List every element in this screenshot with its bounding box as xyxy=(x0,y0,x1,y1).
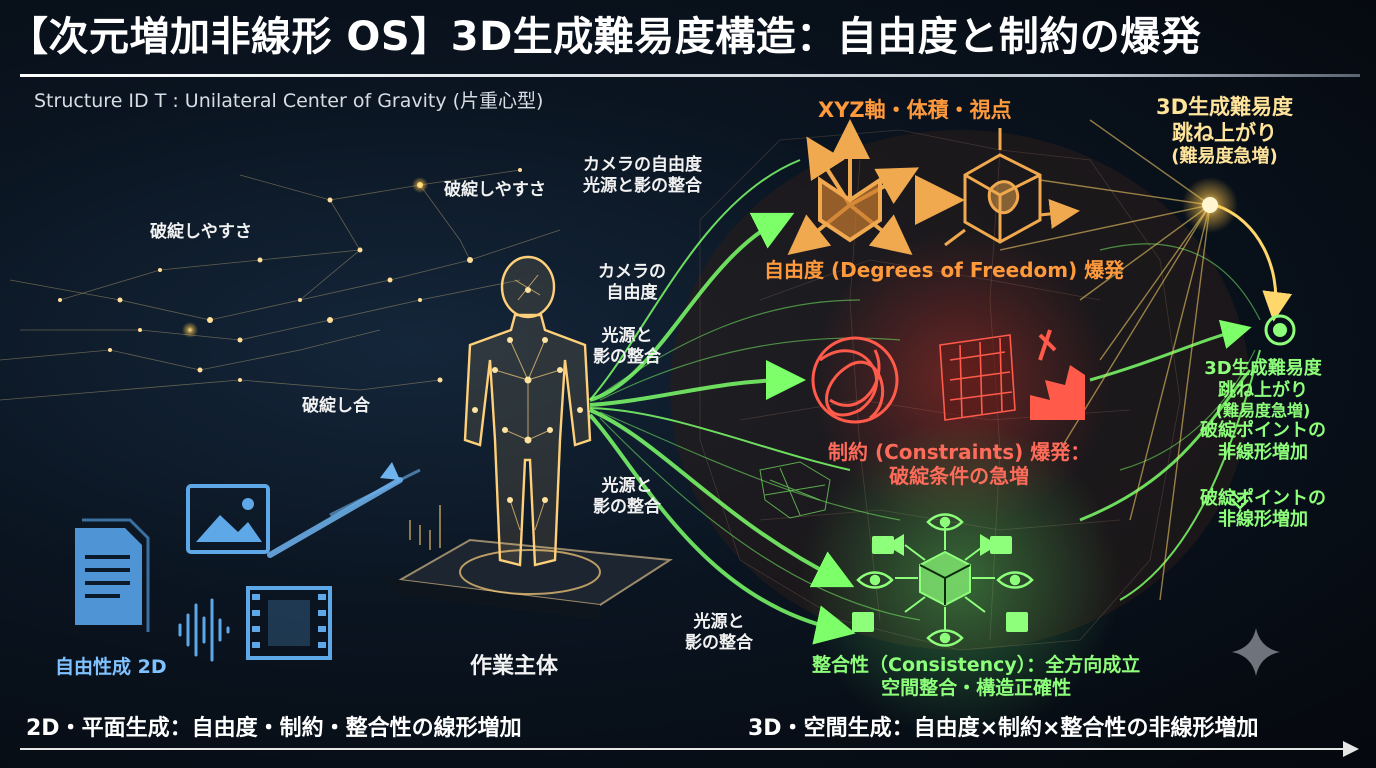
consistency-caption: 整合性（Consistency）：全方向成立 空間整合・構造正確性 xyxy=(812,654,1140,700)
difficulty-line: 非線形増加 xyxy=(1218,441,1308,463)
flow-line: 影の整合 xyxy=(593,496,661,517)
fragility-label-2: 破綻しやすさ xyxy=(444,180,546,200)
bottom-left-caption: 2D・平面生成：自由度・制約・整合性の線形増加 xyxy=(26,716,522,741)
flow-line: 光源と xyxy=(693,612,745,632)
flow-line: 光源と xyxy=(601,476,653,496)
flow-line: カメラの xyxy=(598,262,666,282)
flow-arrows xyxy=(588,159,1261,645)
page-title: 【次元増加非線形 OS】3D生成難易度構造：自由度と制約の爆発 xyxy=(8,14,1202,60)
flow-line: カメラの自由度 xyxy=(583,155,702,175)
fragility-label-1: 破綻しやすさ xyxy=(150,222,252,242)
eye-icon xyxy=(856,513,1034,647)
flow-label-light-2: 光源と 影の整合 xyxy=(593,476,661,517)
freedom-caption: 自由度 (Degrees of Freedom) 爆発 xyxy=(764,258,1125,282)
human-figure-icon xyxy=(380,255,673,620)
flow-label-light-1: 光源と 影の整合 xyxy=(593,326,661,367)
title-divider xyxy=(20,74,1360,77)
camera-icon xyxy=(852,534,1028,632)
difficulty-line: 破綻ポイントの xyxy=(1200,420,1326,442)
axis-icon xyxy=(787,119,920,255)
difficulty-line: 3D生成難易度 xyxy=(1204,358,1322,379)
consistency-line: 整合性（Consistency）：全方向成立 xyxy=(812,654,1141,676)
sparkle-icon xyxy=(1232,628,1280,676)
flow-label-camera-light: カメラの自由度 光源と影の整合 xyxy=(583,155,702,196)
difficulty-top: 3D生成難易度 跳ね上がり (難易度急増) xyxy=(1156,95,1293,168)
constraints-caption: 制約 (Constraints) 爆発： 破綻条件の急増 xyxy=(828,440,1090,489)
fragility-label-3: 破綻し合 xyxy=(302,396,370,416)
spacer xyxy=(1200,464,1326,488)
cube-icon xyxy=(944,128,1068,247)
difficulty-line: 跳ね上がり xyxy=(1172,120,1278,145)
axis-arrow-icon xyxy=(1343,741,1359,757)
image-icon xyxy=(186,484,270,554)
constraints-line: 破綻条件の急増 xyxy=(889,464,1030,489)
flow-line: 影の整合 xyxy=(593,346,661,367)
input-2d-label: 自由性成 2D xyxy=(55,656,167,678)
difficulty-line: 跳ね上がり xyxy=(1218,379,1308,401)
mesh-icon xyxy=(939,334,1016,421)
flow-line: 光源と xyxy=(601,326,653,346)
audio-wave-icon xyxy=(178,598,230,662)
difficulty-line: 3D生成難易度 xyxy=(1156,95,1294,119)
progress-axis xyxy=(20,748,1350,750)
flow-label-light-3: 光源と 影の整合 xyxy=(685,612,753,653)
difficulty-line: 非線形増加 xyxy=(1218,509,1308,531)
star-points xyxy=(58,168,522,383)
bottom-right-caption: 3D・空間生成：自由度×制約×整合性の非線形増加 xyxy=(748,716,1259,741)
subject-label: 作業主体 xyxy=(470,654,559,679)
difficulty-line: (難易度急増) xyxy=(1171,146,1278,168)
structure-id: Structure ID T : Unilateral Center of Gr… xyxy=(34,90,544,112)
constraints-line: 制約 (Constraints) 爆発： xyxy=(828,440,1091,464)
difficulty-line: 破綻ポイントの xyxy=(1200,487,1326,509)
consistency-line: 空間整合・構造正確性 xyxy=(881,677,1072,700)
freedom-heading: XYZ軸・体積・視点 xyxy=(818,98,1012,122)
document-icon xyxy=(75,518,150,632)
flow-label-camera: カメラの 自由度 xyxy=(598,262,666,303)
consistency-hub xyxy=(895,525,995,630)
film-icon xyxy=(246,586,332,660)
difficulty-line: (難易度急増) xyxy=(1215,401,1311,421)
difficulty-side: 3D生成難易度 跳ね上がり (難易度急増) 破綻ポイントの 非線形増加 破綻ポイ… xyxy=(1200,358,1326,531)
flow-line: 光源と影の整合 xyxy=(583,175,702,196)
flow-line: 影の整合 xyxy=(685,632,753,653)
flow-line: 自由度 xyxy=(606,282,658,303)
knot-icon xyxy=(811,336,899,424)
broken-icon xyxy=(1030,329,1085,420)
small-mesh-icon xyxy=(759,461,831,519)
